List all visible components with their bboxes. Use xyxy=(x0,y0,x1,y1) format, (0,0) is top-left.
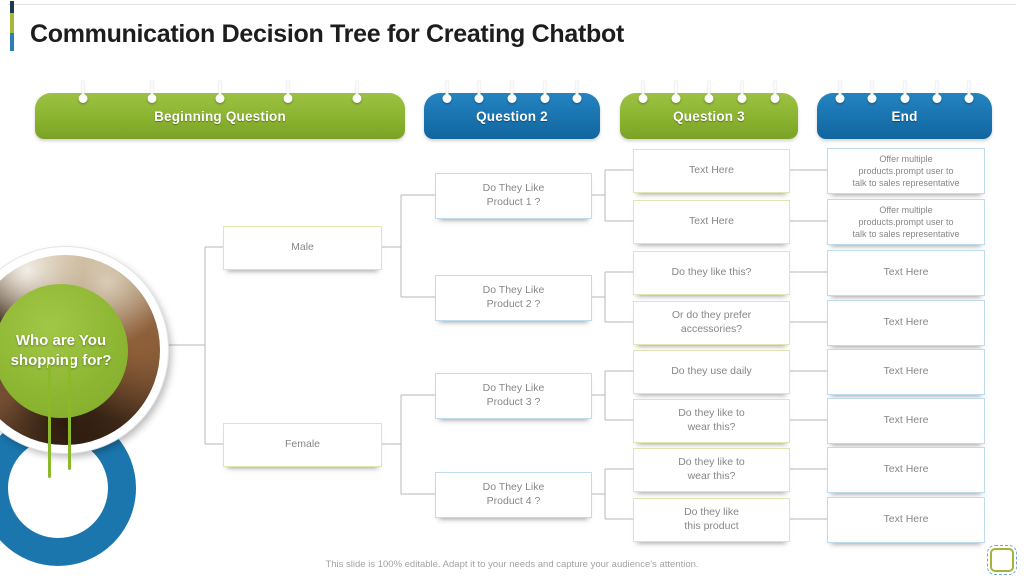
banner-end: End xyxy=(817,81,992,139)
node-end-3: Text Here xyxy=(827,250,985,296)
pin-icon xyxy=(900,81,909,111)
connector-product4-branch xyxy=(590,468,633,520)
node-q3-3: Do they like this? xyxy=(633,251,790,295)
banner-question-2: Question 2 xyxy=(424,81,600,139)
pin-icon xyxy=(283,81,293,111)
banner-label: Question 2 xyxy=(476,108,548,124)
pin-icon xyxy=(867,81,877,111)
pin-icon xyxy=(737,81,747,111)
node-end-7: Text Here xyxy=(827,447,985,493)
pin-icon xyxy=(507,81,517,111)
node-q3-8: Do they like this product xyxy=(633,498,790,542)
node-product-3: Do They Like Product 3 ? xyxy=(435,373,592,419)
root-question-label: Who are You shopping for? xyxy=(10,331,112,369)
banner-label: Beginning Question xyxy=(154,108,286,124)
node-q3-2: Text Here xyxy=(633,200,790,244)
banner-label: End xyxy=(891,108,918,124)
pin-icon xyxy=(704,81,714,111)
pin-icon xyxy=(442,81,452,111)
top-divider xyxy=(8,4,1016,5)
node-product-1: Do They Like Product 1 ? xyxy=(435,173,592,219)
node-q3-6: Do they like to wear this? xyxy=(633,399,790,443)
accent-segment-olive xyxy=(10,13,14,33)
logo-placeholder-icon xyxy=(987,545,1017,575)
node-product-4: Do They Like Product 4 ? xyxy=(435,472,592,518)
title-accent-bar xyxy=(10,1,14,51)
accent-segment-dark xyxy=(10,1,14,13)
node-q3-1: Text Here xyxy=(633,149,790,193)
pin-icon xyxy=(147,81,157,111)
pin-icon xyxy=(964,81,974,111)
node-female: Female xyxy=(223,423,382,467)
green-line-decoration xyxy=(68,358,71,470)
root-question-node: Who are You shopping for? xyxy=(0,284,128,418)
shopping-photo-circle: Who are You shopping for? xyxy=(0,247,168,453)
node-end-2: Offer multiple products.prompt user to t… xyxy=(827,199,985,245)
pin-icon xyxy=(638,81,648,111)
node-end-5: Text Here xyxy=(827,349,985,395)
pin-icon xyxy=(215,81,225,111)
accent-segment-blue xyxy=(10,33,14,51)
pin-icon xyxy=(671,81,681,111)
banner-question-3: Question 3 xyxy=(620,81,798,139)
banner-label: Question 3 xyxy=(673,108,745,124)
green-line-decoration xyxy=(48,364,51,478)
connector-product1-branch xyxy=(590,169,633,222)
pin-icon xyxy=(474,81,484,111)
connector-male-branch xyxy=(380,194,435,298)
node-male: Male xyxy=(223,226,382,270)
node-q3-4: Or do they prefer accessories? xyxy=(633,301,790,345)
connector-female-branch xyxy=(380,394,435,495)
pin-icon xyxy=(572,81,582,111)
pin-icon xyxy=(78,81,88,111)
pin-icon xyxy=(770,81,780,111)
node-q3-5: Do they use daily xyxy=(633,350,790,394)
pin-icon xyxy=(932,81,942,111)
connector-product2-branch xyxy=(590,271,633,323)
connector-q3-to-end xyxy=(788,169,827,520)
node-end-6: Text Here xyxy=(827,398,985,444)
pin-icon xyxy=(352,81,362,111)
node-product-2: Do They Like Product 2 ? xyxy=(435,275,592,321)
pin-icon xyxy=(540,81,550,111)
node-end-4: Text Here xyxy=(827,300,985,346)
node-end-1: Offer multiple products.prompt user to t… xyxy=(827,148,985,194)
banner-beginning-question: Beginning Question xyxy=(35,81,405,139)
page-title: Communication Decision Tree for Creating… xyxy=(30,20,624,48)
connector-root xyxy=(168,246,223,445)
node-q3-7: Do they like to wear this? xyxy=(633,448,790,492)
connector-product3-branch xyxy=(590,370,633,421)
node-end-8: Text Here xyxy=(827,497,985,543)
footer-note: This slide is 100% editable. Adapt it to… xyxy=(325,559,699,570)
pin-icon xyxy=(835,81,845,111)
